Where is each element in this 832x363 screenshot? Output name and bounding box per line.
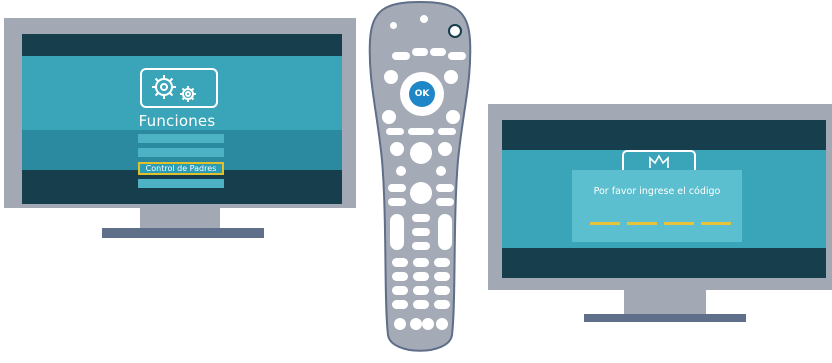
remote-button[interactable] [410, 182, 432, 204]
remote-control: OK [360, 0, 480, 359]
menu-item[interactable] [138, 134, 224, 143]
remote-button[interactable] [436, 166, 446, 176]
channel-rocker[interactable] [438, 214, 452, 250]
menu-item[interactable] [138, 179, 224, 188]
remote-button[interactable] [394, 318, 406, 330]
number-button[interactable] [392, 286, 408, 295]
right-tv-stand-neck [624, 290, 706, 314]
number-button[interactable] [434, 286, 450, 295]
remote-button[interactable] [446, 110, 460, 124]
remote-button[interactable] [412, 214, 430, 222]
remote-top-button[interactable] [420, 15, 428, 23]
code-slot[interactable] [701, 222, 731, 225]
remote-button[interactable] [388, 184, 406, 192]
code-prompt: Por favor ingrese el código [593, 186, 721, 197]
remote-button[interactable] [382, 110, 396, 124]
remote-button[interactable] [438, 128, 456, 135]
right-tv-screen: Por favor ingrese el código [502, 120, 826, 278]
remote-button[interactable] [422, 318, 434, 330]
code-slot[interactable] [664, 222, 694, 225]
remote-button[interactable] [412, 242, 430, 250]
remote-button[interactable] [390, 142, 404, 156]
remote-button[interactable] [444, 70, 458, 84]
gears-icon [140, 68, 218, 108]
remote-button[interactable] [410, 142, 432, 164]
code-slot[interactable] [627, 222, 657, 225]
left-tv-stand-neck [140, 208, 220, 228]
remote-button[interactable] [436, 198, 454, 206]
number-button[interactable] [434, 272, 450, 281]
code-slot[interactable] [590, 222, 620, 225]
number-button[interactable] [392, 272, 408, 281]
remote-button[interactable] [386, 128, 404, 135]
remote-button[interactable] [412, 48, 428, 56]
remote-button[interactable] [396, 166, 406, 176]
number-button[interactable] [413, 258, 429, 267]
remote-button[interactable] [438, 142, 452, 156]
number-button[interactable] [434, 300, 450, 309]
menu-title: Funciones [138, 112, 216, 130]
ok-button[interactable]: OK [409, 81, 435, 107]
remote-button[interactable] [436, 184, 454, 192]
remote-button[interactable] [392, 52, 410, 60]
remote-top-button[interactable] [390, 22, 397, 29]
remote-button[interactable] [448, 52, 466, 60]
remote-button[interactable] [384, 70, 398, 84]
menu-item-control-de-padres[interactable]: Control de Padres [138, 162, 224, 175]
volume-rocker[interactable] [390, 214, 404, 250]
menu-item[interactable] [138, 148, 224, 157]
remote-button[interactable] [408, 128, 434, 135]
left-tv-screen: Funciones Control de Padres [22, 34, 342, 204]
number-button[interactable] [392, 300, 408, 309]
right-tv-stand-base [584, 314, 746, 322]
remote-button[interactable] [412, 228, 430, 236]
menu-item-label: Control de Padres [145, 164, 217, 173]
number-button[interactable] [434, 258, 450, 267]
remote-button[interactable] [410, 318, 422, 330]
number-button[interactable] [413, 300, 429, 309]
number-button[interactable] [413, 272, 429, 281]
remote-button[interactable] [388, 198, 406, 206]
number-button[interactable] [392, 258, 408, 267]
code-entry-dialog: Por favor ingrese el código [572, 170, 742, 242]
remote-button[interactable] [436, 318, 448, 330]
power-icon[interactable] [448, 24, 462, 38]
crown-icon [622, 150, 696, 172]
number-button[interactable] [413, 286, 429, 295]
left-tv-stand-base [102, 228, 264, 238]
remote-button[interactable] [430, 48, 446, 56]
